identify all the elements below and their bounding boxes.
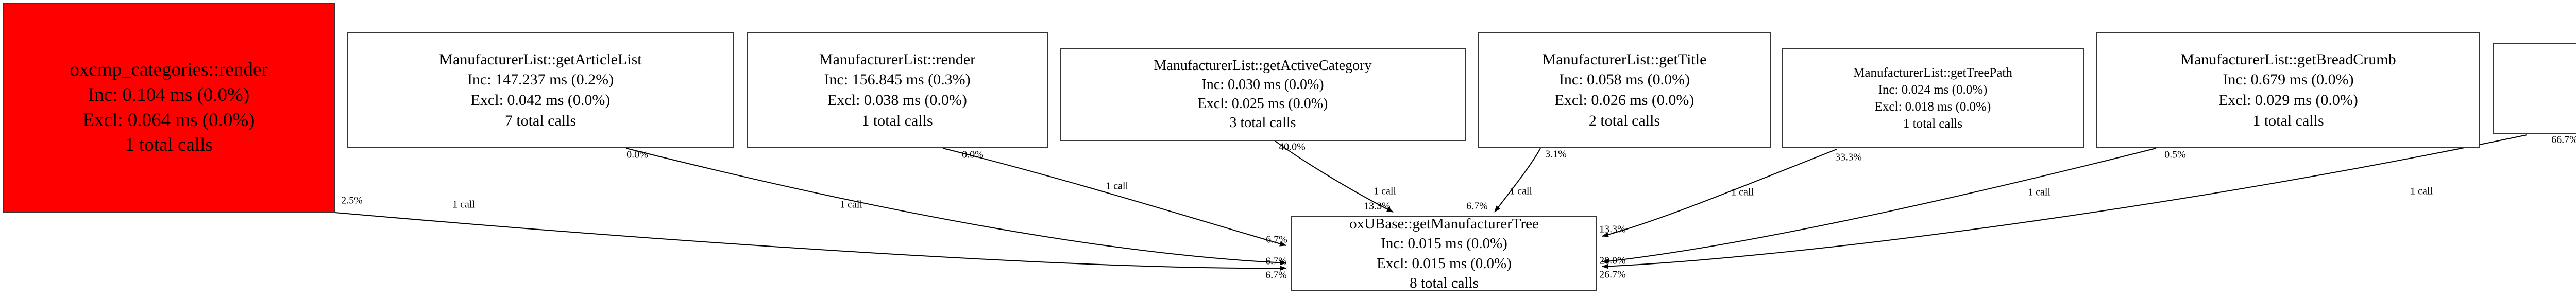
edge-source-percent: 2.5% [341, 195, 363, 206]
node-calls-line: 1 total calls [2252, 112, 2324, 129]
call-edge-1 [625, 148, 1286, 266]
call-edge-4 [1494, 148, 1541, 213]
edge-source-percent: 0.0% [962, 149, 984, 161]
edge-target-percent: 13.3% [1364, 200, 1391, 212]
node-calls-line: 1 total calls [1903, 117, 1963, 131]
call-edge-0 [334, 212, 1286, 271]
edge-call-count: 1 call [840, 199, 862, 210]
edge-target-percent: 20.0% [1599, 255, 1626, 267]
node-excl-line: Excl: 0.029 ms (0.0%) [2218, 92, 2358, 109]
node-inc-line: Inc: 156.845 ms (0.3%) [824, 71, 971, 89]
node-calls-line: 8 total calls [1410, 274, 1479, 291]
edge-call-count: 1 call [1510, 185, 1532, 197]
edge-target-percent: 6.7% [1265, 255, 1287, 267]
edge-target-percent: 6.7% [1266, 234, 1287, 245]
node-excl-line: Excl: 0.025 ms (0.0%) [1197, 96, 1328, 112]
edge-target-percent: 13.3% [1599, 223, 1626, 235]
call-edge-5 [1602, 149, 1837, 237]
node-inc-line: Inc: 147.237 ms (0.2%) [467, 71, 614, 89]
edge-source-percent: 0.0% [626, 149, 648, 161]
node-calls-line: 3 total calls [1229, 114, 1296, 131]
call-edge-3 [1275, 140, 1394, 213]
node-inc-line: Inc: 0.030 ms (0.0%) [1201, 77, 1324, 93]
node-excl-line: Excl: 0.042 ms (0.0%) [470, 92, 611, 109]
node-title-line: ManufacturerList::getTreePath [1853, 66, 2012, 80]
node-excl-line: Excl: 0.064 ms (0.0%) [82, 109, 255, 131]
edge-call-count: 1 call [1731, 186, 1754, 198]
node-title-line: ManufacturerList::getActiveCategory [1154, 58, 1372, 74]
node-inc-line: Inc: 0.104 ms (0.0%) [88, 84, 250, 105]
edge-call-count: 1 call [1106, 180, 1128, 192]
edge-target-percent: 6.7% [1466, 200, 1488, 212]
node-calls-line: 7 total calls [504, 112, 577, 129]
node-inc-line: Inc: 0.679 ms (0.0%) [2223, 71, 2354, 89]
node-calls-line: 2 total calls [1588, 112, 1660, 129]
call-edge-6 [1602, 148, 2157, 264]
node-excl-line: Excl: 0.018 ms (0.0%) [1874, 100, 1991, 114]
edge-target-percent: 26.7% [1599, 269, 1626, 280]
node-inc-line: Inc: 0.024 ms (0.0%) [1878, 83, 1988, 97]
edge-source-percent: 40.0% [1279, 141, 1306, 153]
edge-call-count: 1 call [2410, 185, 2433, 197]
graph-node-ManufacturerList_getCatTreePath[interactable]: ManufacturerList::getCatTreePathInc: 0.0… [2493, 43, 2576, 134]
edge-source-percent: 0.5% [2164, 149, 2186, 161]
node-title-line: oxUBase::getManufacturerTree [1349, 215, 1539, 232]
node-title-line: oxcmp_categories::render [70, 59, 268, 80]
edge-call-count: 1 call [452, 199, 475, 210]
node-inc-line: Inc: 0.058 ms (0.0%) [1558, 71, 1690, 89]
node-excl-line: Excl: 0.026 ms (0.0%) [1554, 92, 1694, 109]
call-edge-2 [942, 148, 1286, 247]
node-excl-line: Excl: 0.015 ms (0.0%) [1377, 255, 1512, 272]
edge-source-percent: 33.3% [1835, 151, 1862, 163]
node-title-line: ManufacturerList::getBreadCrumb [2180, 50, 2396, 68]
node-title-line: ManufacturerList::render [819, 50, 976, 68]
node-inc-line: Inc: 0.015 ms (0.0%) [1381, 235, 1507, 252]
edge-call-count: 1 call [2028, 186, 2050, 198]
edge-source-percent: 3.1% [1545, 148, 1567, 160]
node-title-line: ManufacturerList::getTitle [1542, 50, 1707, 68]
call-edge-7 [1602, 134, 2528, 269]
edge-target-percent: 6.7% [1265, 269, 1287, 281]
node-excl-line: Excl: 0.038 ms (0.0%) [827, 92, 967, 109]
node-calls-line: 1 total calls [125, 134, 213, 156]
node-calls-line: 1 total calls [861, 112, 933, 129]
edge-call-count: 1 call [1374, 185, 1396, 197]
node-title-line: ManufacturerList::getArticleList [439, 50, 642, 68]
edge-source-percent: 66.7% [2551, 134, 2576, 146]
